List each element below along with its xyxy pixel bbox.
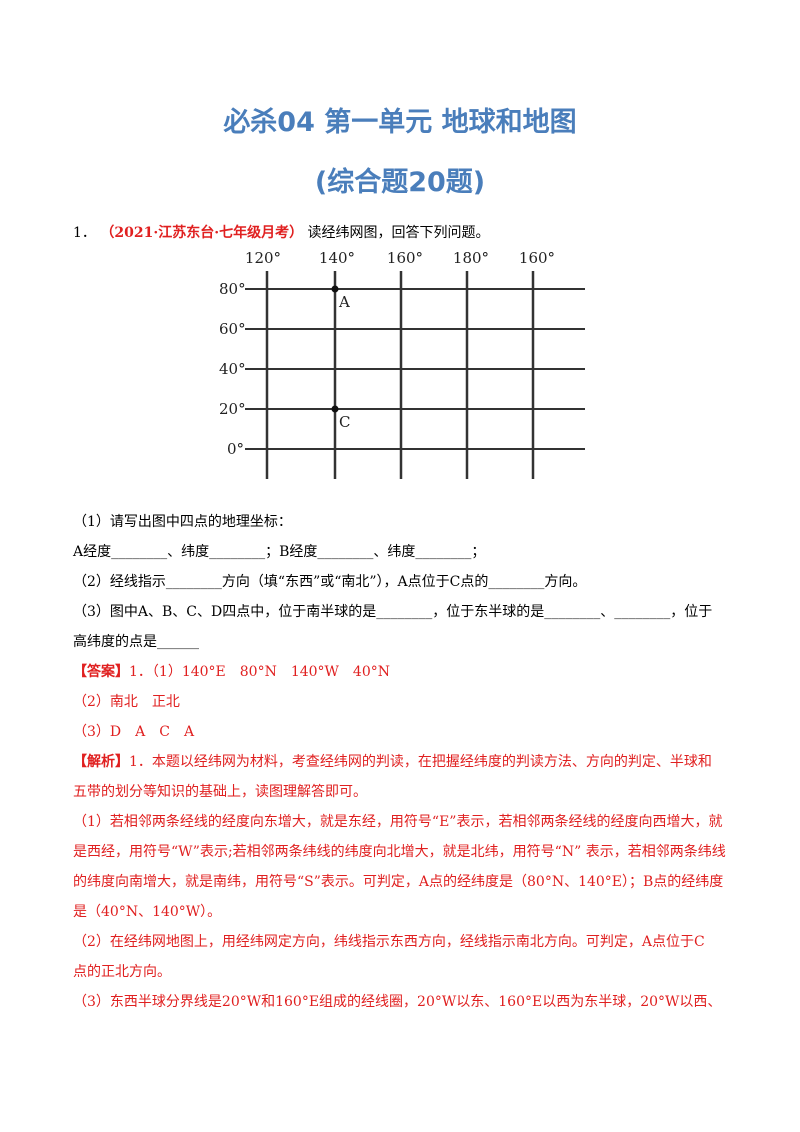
answer-line-1: 【答案】1．（1）140°E 80°N 140°W 40°N — [73, 661, 390, 681]
sub-question-3: （3）图中A、B、C、D四点中，位于南半球的是________，位于东半球的是_… — [73, 604, 713, 620]
answer-line-2: （2）南北 正北 — [73, 694, 180, 710]
analysis-line: 点的正北方向。 — [73, 964, 171, 980]
analysis-line: （3）东西半球分界线是20°W和160°E组成的经线圈，20°W以东、160°E… — [73, 994, 722, 1010]
question-text: 读经纬网图，回答下列问题。 — [307, 225, 490, 241]
analysis-text: 1．本题以经纬网为材料，考查经纬网的判读，在把握经纬度的判读方法、方向的判定、半… — [129, 754, 712, 770]
analysis-line: 是（40°N、140°W）。 — [73, 904, 222, 920]
analysis-line: （2）在经纬网地图上，用经纬网定方向，纬线指示东西方向，经线指示南北方向。可判定… — [73, 934, 705, 950]
question-source: （2021·江苏东台·七年级月考） — [100, 225, 304, 241]
analysis-line-1: 【解析】1．本题以经纬网为材料，考查经纬网的判读，在把握经纬度的判读方法、方向的… — [73, 751, 712, 771]
analysis-tag: 【解析】 — [73, 754, 129, 770]
lon-label: 180° — [453, 249, 489, 267]
lat-lon-grid-map: 120° 140° 160° 180° 160° 80° 60° 40° 20°… — [219, 249, 585, 479]
page-subtitle: (综合题20题) — [314, 167, 486, 198]
lat-label: 40° — [219, 360, 246, 378]
lon-label: 160° — [519, 249, 555, 267]
question-number: 1． — [73, 225, 96, 241]
lon-label: 160° — [387, 249, 423, 267]
point-a-marker — [331, 285, 339, 293]
answer-line-3: （3）D A C A — [73, 724, 195, 740]
answer-tag: 【答案】 — [73, 664, 129, 680]
lon-label: 120° — [245, 249, 281, 267]
sub-question-1: （1）请写出图中四点的地理坐标： — [73, 514, 292, 530]
point-a-label: A — [338, 293, 350, 311]
parallels — [245, 288, 585, 450]
point-c-label: C — [339, 413, 350, 431]
point-c-marker — [331, 405, 339, 413]
lat-label: 80° — [219, 280, 246, 298]
analysis-line: （1）若相邻两条经线的经度向东增大，就是东经，用符号“E”表示，若相邻两条经线的… — [73, 814, 723, 830]
lon-labels: 120° 140° 160° 180° 160° — [245, 249, 555, 267]
analysis-line: 的纬度向南增大，就是南纬，用符号“S”表示。可判定，A点的经纬度是（80°N、1… — [73, 874, 724, 890]
answer-text: 1．（1）140°E 80°N 140°W 40°N — [129, 664, 390, 680]
lat-labels: 80° 60° 40° 20° 0° — [219, 280, 246, 458]
lat-label: 60° — [219, 320, 246, 338]
question-1-stem: 1． （2021·江苏东台·七年级月考） 读经纬网图，回答下列问题。 — [73, 222, 490, 242]
sub-question-2: （2）经线指示________方向（填“东西”或“南北”），A点位于C点的___… — [73, 574, 587, 590]
lat-label: 0° — [227, 440, 244, 458]
lat-label: 20° — [219, 400, 246, 418]
sub-question-3-cont: 高纬度的点是______ — [73, 634, 199, 650]
meridians — [265, 271, 535, 479]
page-title: 必杀04 第一单元 地球和地图 — [223, 107, 577, 138]
lon-label: 140° — [319, 249, 355, 267]
sub-question-1-blanks: A经度________、纬度________；B经度________、纬度___… — [73, 544, 486, 560]
analysis-line: 是西经，用符号“W”表示;若相邻两条纬线的纬度向北增大，就是北纬，用符号“N” … — [73, 844, 726, 860]
analysis-line: 五带的划分等知识的基础上，读图理解答即可。 — [73, 784, 367, 800]
